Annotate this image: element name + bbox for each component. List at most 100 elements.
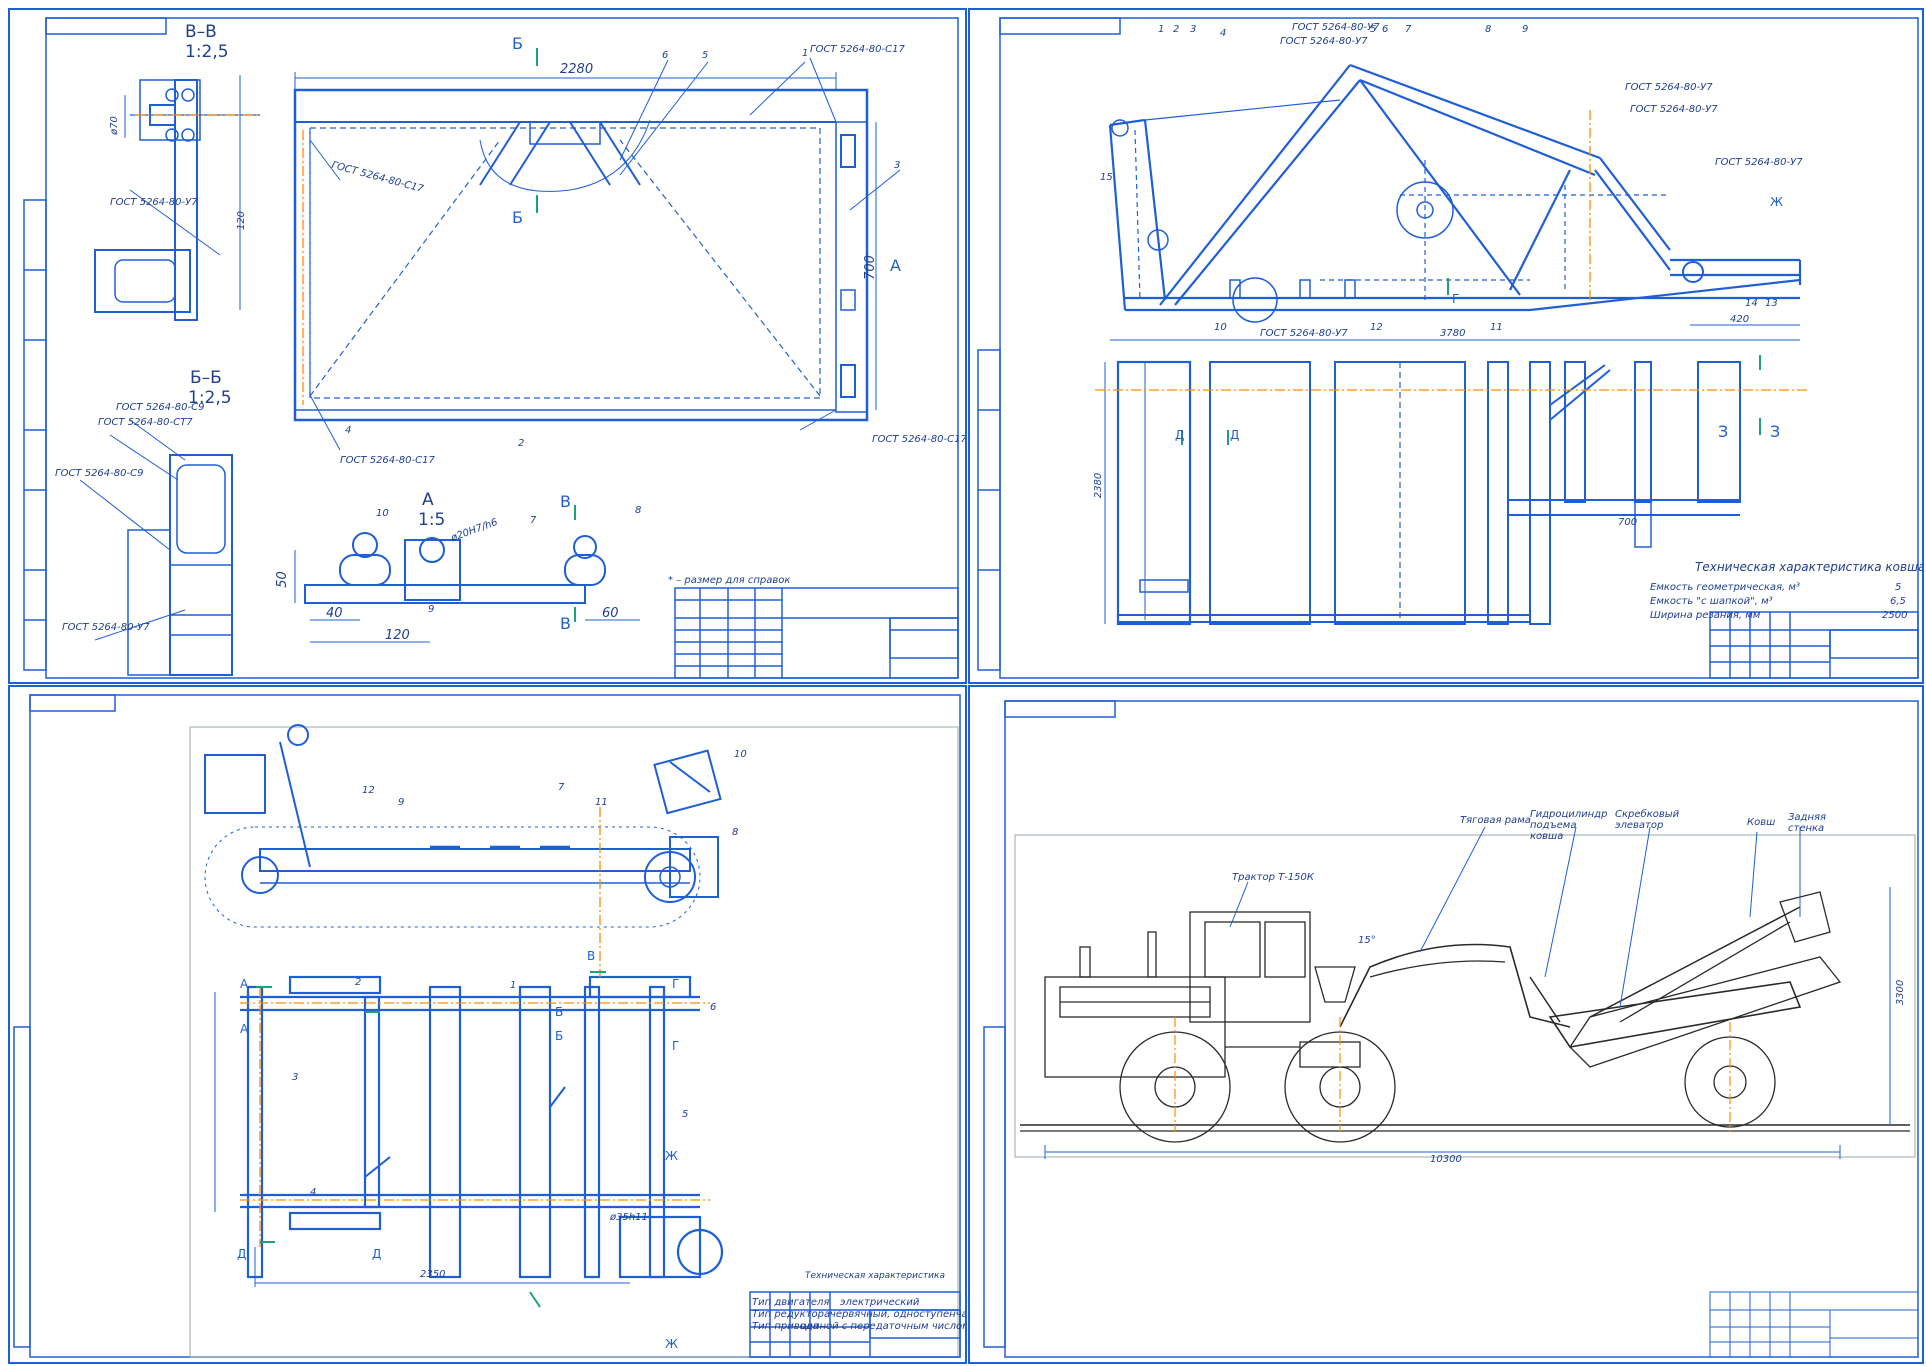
view-mark-a: А — [890, 256, 901, 275]
label-draw-frame: Тяговая рама — [1460, 815, 1531, 826]
position-3: 3 — [894, 160, 901, 171]
dim-700: 700 — [862, 255, 878, 280]
drawing-sheet-3: Техническая характеристика Тип двигателя… — [8, 685, 967, 1364]
cut-mark-d-left: Д — [1175, 428, 1185, 442]
cut-mark-v-bottom: В — [560, 614, 571, 633]
tech-row-3-label: Ширина резания, мм — [1650, 610, 1761, 621]
sheet-2-graphics — [977, 17, 1919, 679]
position-15: 15 — [1100, 172, 1113, 183]
gost-label-2: ГОСТ 5264-80-У7 — [1280, 36, 1368, 47]
dim-length: 10300 — [1430, 1154, 1462, 1165]
position-2: 2 — [355, 977, 362, 988]
dim-3780: 3780 — [1440, 328, 1466, 339]
position-7: 7 — [558, 782, 565, 793]
position-5: 5 — [682, 1109, 689, 1120]
position-10: 10 — [734, 749, 747, 760]
cut-mark-zh2: Ж — [665, 1337, 678, 1351]
drawing-sheet-2: Техническая характеристика ковша Емкость… — [968, 8, 1924, 684]
tech-right-1: электрический — [840, 1297, 920, 1308]
cut-mark-g1: Г — [672, 977, 680, 991]
position-7: 7 — [1405, 24, 1412, 35]
position-2: 2 — [1173, 24, 1180, 35]
position-1: 1 — [510, 980, 517, 991]
dim-2380: 2380 — [1093, 472, 1105, 499]
position-3: 3 — [292, 1072, 299, 1083]
tech-right-3: цепной с передаточным числом НПК 20П-32 — [800, 1321, 967, 1332]
position-4: 4 — [1220, 28, 1227, 39]
dim-2280: 2280 — [560, 62, 594, 77]
tech-row-3-value: 2500 — [1882, 610, 1908, 621]
gost-label-5: ГОСТ 5264-80-У7 — [1715, 157, 1803, 168]
dim-2350: 2350 — [420, 1269, 446, 1280]
cut-mark-g2: Г — [672, 1039, 680, 1053]
cut-mark-d-right: Д — [1230, 428, 1240, 442]
position-8: 8 — [1485, 24, 1492, 35]
tech-row-1-label: Емкость геометрическая, м³ — [1650, 582, 1800, 593]
position-14: 14 — [1745, 298, 1758, 309]
position-7: 7 — [530, 515, 537, 526]
cut-mark-a2: А — [240, 1022, 249, 1036]
cut-mark-zh1: Ж — [665, 1149, 678, 1163]
drawing-sheet-1: В–В 1:2,5 Б–Б 1:2,5 А 1:5 Б Б А В В 2280… — [8, 8, 967, 684]
position-12: 12 — [362, 785, 375, 796]
cut-mark-v: В — [587, 949, 596, 963]
label-tractor: Трактор Т-150К — [1232, 872, 1314, 883]
dim-700: 700 — [1618, 517, 1638, 528]
position-12: 12 — [1370, 322, 1383, 333]
position-3: 3 — [1190, 24, 1197, 35]
tech-row-1-value: 5 — [1895, 582, 1902, 593]
gost-label-3: ГОСТ 5264-80-У7 — [1625, 82, 1713, 93]
position-8: 8 — [732, 827, 739, 838]
dim-120v: 120 — [236, 210, 248, 231]
footnote: * – размер для справок — [668, 575, 791, 586]
cut-mark-b-mid: Б — [512, 208, 523, 227]
gost-u7-bb: ГОСТ 5264-80-У7 — [62, 622, 150, 633]
cut-mark-d1: Д — [237, 1247, 247, 1261]
dim-70: ø70 — [108, 116, 120, 135]
view-a-title: А — [422, 490, 434, 510]
sheet-3-graphics — [13, 694, 961, 1358]
position-6: 6 — [1382, 24, 1389, 35]
section-bb-scale: 1:2,5 — [188, 388, 232, 408]
gost-ct7-bl: ГОСТ 5264-80-С17 — [340, 455, 435, 466]
position-6: 6 — [710, 1002, 717, 1013]
cut-mark-v-top: В — [560, 492, 571, 511]
position-4: 4 — [345, 425, 352, 436]
dim-shaft: ø35h11 — [610, 1212, 648, 1223]
tech-title: Техническая характеристика — [805, 1271, 945, 1281]
gost-u7-vv: ГОСТ 5264-80-У7 — [110, 197, 198, 208]
sheet-4-graphics — [983, 700, 1919, 1358]
tech-left-1: Тип двигателя — [752, 1297, 830, 1308]
dim-420: 420 — [1730, 314, 1750, 325]
position-2: 2 — [518, 438, 525, 449]
dim-40: 40 — [326, 606, 343, 621]
position-11: 11 — [1490, 322, 1503, 333]
tech-right-2: червячный, одноступенчатый — [830, 1309, 965, 1320]
cut-mark-b1: Б — [555, 1005, 564, 1019]
gost-label-6: ГОСТ 5264-80-У7 — [1260, 328, 1348, 339]
cut-mark-a1: А — [240, 977, 249, 991]
dim-50: 50 — [274, 571, 290, 588]
cut-mark-zh: Ж — [1770, 195, 1783, 209]
position-5: 5 — [1370, 24, 1377, 35]
position-9: 9 — [1522, 24, 1529, 35]
position-9: 9 — [398, 797, 405, 808]
label-bucket: Ковш — [1747, 817, 1776, 828]
label-angle: 15° — [1358, 935, 1376, 946]
label-rear-wall: Задняя стенка — [1788, 812, 1827, 834]
view-a-scale: 1:5 — [418, 510, 446, 530]
cut-mark-b2: Б — [555, 1029, 564, 1043]
position-13: 13 — [1765, 298, 1778, 309]
tech-left-3: Тип привода — [752, 1321, 819, 1332]
gost-c9-bb1: ГОСТ 5264-80-С9 — [116, 402, 205, 413]
gost-ct7-top: ГОСТ 5264-80-С17 — [810, 44, 905, 55]
dim-120: 120 — [385, 628, 410, 643]
position-10: 10 — [1214, 322, 1227, 333]
position-10: 10 — [376, 508, 389, 519]
cut-mark-b-top: Б — [512, 34, 523, 53]
dim-60: 60 — [602, 606, 619, 621]
gost-ct7-br: ГОСТ 5264-80-С17 — [872, 434, 967, 445]
position-6: 6 — [662, 50, 669, 61]
cut-mark-g: Г — [1452, 292, 1460, 306]
position-4: 4 — [310, 1187, 317, 1198]
